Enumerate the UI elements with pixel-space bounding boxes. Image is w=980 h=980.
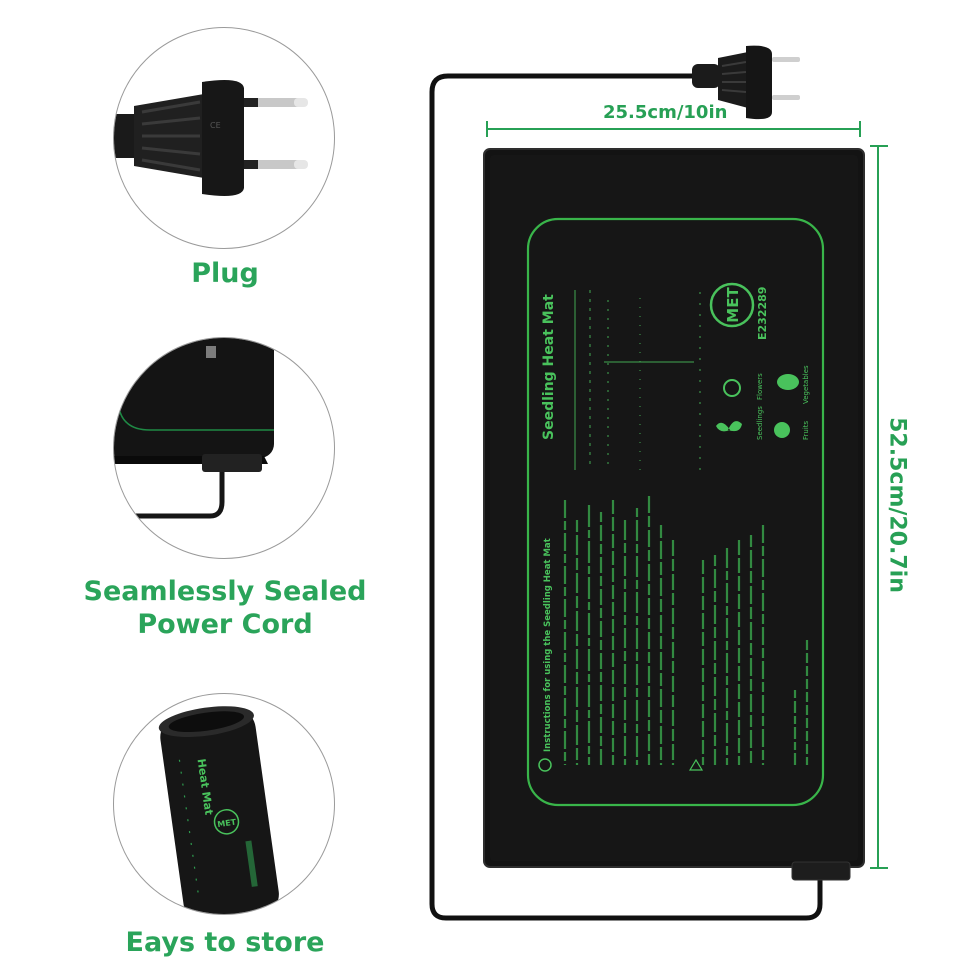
vegetable-icon xyxy=(777,374,799,390)
power-cord-caption: Seamlessly Sealed Power Cord xyxy=(40,575,410,641)
width-dimension-line xyxy=(486,121,861,137)
euro-plug-icon xyxy=(692,45,800,120)
fruit-icon xyxy=(774,422,790,438)
power-cord-detail-circle xyxy=(113,337,335,559)
flower-icon xyxy=(723,379,741,397)
plant-icons xyxy=(716,374,799,438)
power-cord-caption-line2: Power Cord xyxy=(137,609,313,640)
mat-cert-code: E232289 xyxy=(756,287,769,340)
seedling-icon xyxy=(716,421,742,432)
rolled-mat-illustration: Heat Mat MET xyxy=(158,706,279,914)
plant-fruits-label: Fruits xyxy=(802,420,810,440)
mat-instructions-text xyxy=(563,496,809,765)
roll-cert-logo: MET xyxy=(217,817,237,829)
cord-junction xyxy=(791,861,851,881)
mat-instructions-heading: Instructions for using the Seedling Heat… xyxy=(543,538,553,752)
plug-illustration: CE xyxy=(114,80,308,196)
power-cord-caption-line1: Seamlessly Sealed xyxy=(83,576,367,607)
plant-vegetables-label: Vegetables xyxy=(802,365,810,404)
mat-print-frame xyxy=(526,217,825,807)
plug-caption: Plug xyxy=(191,258,259,289)
power-cable xyxy=(429,73,823,921)
width-dimension-label: 25.5cm/10in xyxy=(603,102,728,123)
mat-temperature-chart xyxy=(574,290,701,470)
svg-text:CE: CE xyxy=(210,121,221,130)
plant-flowers-label: Flowers xyxy=(756,373,764,400)
length-dimension-line xyxy=(870,145,888,869)
mat-product-title: Seedling Heat Mat xyxy=(541,294,557,440)
store-caption: Eays to store xyxy=(125,927,325,958)
instructions-bullet-icon xyxy=(538,758,552,772)
plant-seedlings-label: Seedlings xyxy=(756,406,764,440)
plug-detail-circle: CE xyxy=(113,27,335,249)
rolled-mat-detail-circle: Heat Mat MET xyxy=(113,693,335,915)
length-dimension-label: 52.5cm/20.7in xyxy=(884,417,910,593)
warning-icon xyxy=(688,758,704,771)
mat-cert-logo: MET xyxy=(724,287,742,323)
met-certification-badge: MET E232289 xyxy=(709,282,769,340)
sealed-cord-illustration xyxy=(114,338,274,519)
